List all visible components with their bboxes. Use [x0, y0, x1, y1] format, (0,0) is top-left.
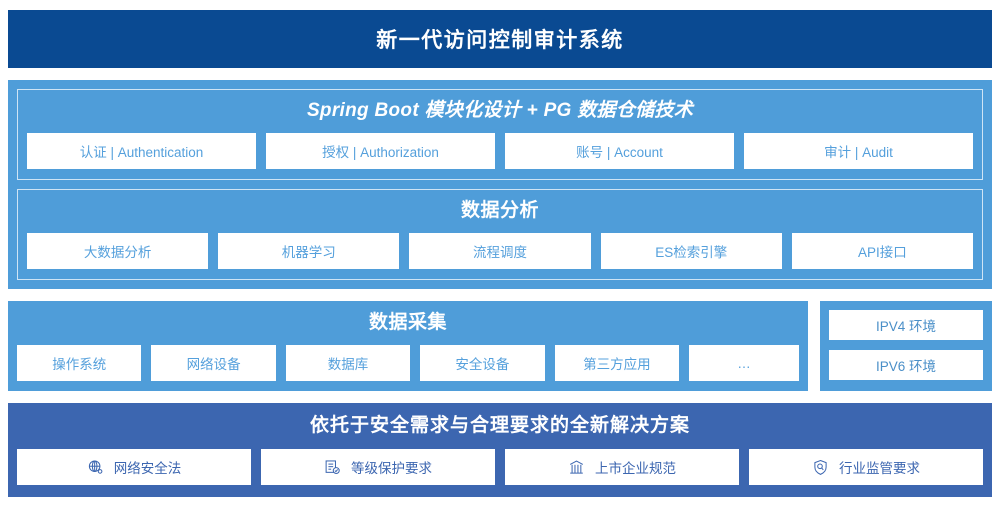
- chip-label: 上市企业规范: [595, 461, 676, 476]
- shield-search-icon: [812, 459, 829, 476]
- group-title-data-analysis: 数据分析: [460, 200, 539, 221]
- chip-label: 等级保护要求: [351, 461, 432, 476]
- chip-listed-enterprise-standard[interactable]: 上市企业规范: [505, 449, 739, 485]
- chip-account[interactable]: 账号 | Account: [505, 133, 734, 169]
- chip-ipv4-environment[interactable]: IPV4 环境: [829, 310, 983, 340]
- chip-row-solution: 网络安全法 等级保护要求: [17, 449, 983, 485]
- collection-row: 数据采集 操作系统 网络设备 数据库 安全设备 第三方应用 … IPV4 环境 …: [8, 301, 992, 391]
- chip-row-spring-boot: 认证 | Authentication 授权 | Authorization 账…: [27, 133, 973, 169]
- chip-big-data-analysis[interactable]: 大数据分析: [27, 233, 209, 269]
- data-collection-panel: 数据采集 操作系统 网络设备 数据库 安全设备 第三方应用 …: [8, 301, 808, 391]
- chip-network-device[interactable]: 网络设备: [151, 345, 276, 381]
- globe-network-icon: [87, 459, 104, 476]
- chip-audit[interactable]: 审计 | Audit: [744, 133, 973, 169]
- chip-label: 网络安全法: [113, 461, 182, 476]
- group-title-data-collection: 数据采集: [368, 312, 447, 333]
- chip-security-device[interactable]: 安全设备: [420, 345, 545, 381]
- chip-graded-protection-requirement[interactable]: 等级保护要求: [261, 449, 495, 485]
- chip-es-search-engine[interactable]: ES检索引擎: [600, 233, 782, 269]
- group-title-spring-boot: Spring Boot 模块化设计 + PG 数据仓储技术: [306, 100, 694, 121]
- page-title: 新一代访问控制审计系统: [376, 29, 624, 52]
- chip-row-data-analysis: 大数据分析 机器学习 流程调度 ES检索引擎 API接口: [27, 233, 974, 269]
- chip-operating-system[interactable]: 操作系统: [17, 345, 142, 381]
- chip-api-interface[interactable]: API接口: [791, 233, 974, 269]
- group-spring-boot: Spring Boot 模块化设计 + PG 数据仓储技术 认证 | Authe…: [17, 89, 983, 180]
- chip-authentication[interactable]: 认证 | Authentication: [27, 133, 256, 169]
- chip-authorization[interactable]: 授权 | Authorization: [266, 133, 495, 169]
- chip-more-ellipsis[interactable]: …: [689, 345, 800, 381]
- chip-cybersecurity-law[interactable]: 网络安全法: [17, 449, 251, 485]
- solution-panel: 依托于安全需求与合理要求的全新解决方案 网络安全法: [8, 403, 992, 497]
- chip-ipv6-environment[interactable]: IPV6 环境: [829, 350, 983, 380]
- bank-building-icon: [568, 459, 585, 476]
- chip-process-scheduling[interactable]: 流程调度: [409, 233, 591, 269]
- platform-panel: Spring Boot 模块化设计 + PG 数据仓储技术 认证 | Authe…: [8, 80, 992, 289]
- chip-third-party-application[interactable]: 第三方应用: [554, 345, 680, 381]
- chip-machine-learning[interactable]: 机器学习: [218, 233, 400, 269]
- document-check-icon: [324, 459, 341, 476]
- chip-row-data-collection: 操作系统 网络设备 数据库 安全设备 第三方应用 …: [17, 345, 800, 381]
- chip-database[interactable]: 数据库: [285, 345, 411, 381]
- group-data-analysis: 数据分析 大数据分析 机器学习 流程调度 ES检索引擎 API接口: [17, 189, 983, 280]
- chip-label: 行业监管要求: [839, 461, 920, 476]
- header-bar: 新一代访问控制审计系统: [8, 10, 992, 68]
- solution-title: 依托于安全需求与合理要求的全新解决方案: [309, 415, 690, 436]
- chip-industry-regulation-requirement[interactable]: 行业监管要求: [749, 449, 983, 485]
- environment-panel: IPV4 环境 IPV6 环境: [820, 301, 992, 391]
